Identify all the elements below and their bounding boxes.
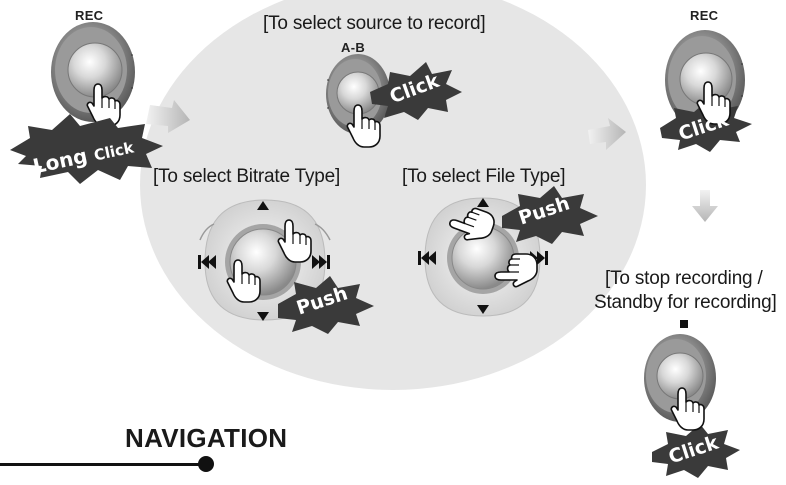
arrow-down-icon — [692, 190, 718, 222]
select-filetype-label: [To select File Type] — [402, 166, 566, 187]
click-burst-stop — [652, 424, 740, 478]
arrow-right-icon — [588, 118, 626, 150]
stop-label-line1: [To stop recording / — [605, 268, 763, 289]
rec-label: REC — [75, 8, 104, 23]
ab-label: A-B — [341, 40, 366, 55]
prev-icon — [418, 251, 436, 265]
section-underline — [0, 463, 205, 466]
section-dot — [198, 456, 214, 472]
select-source-label: [To select source to record] — [263, 13, 486, 34]
section-title: NAVIGATION — [125, 423, 288, 453]
select-mode-area — [140, 0, 646, 390]
up-arrow-icon — [477, 198, 489, 207]
rec-button-icon[interactable] — [51, 22, 135, 122]
push-burst-bitrate — [278, 276, 374, 334]
next-icon — [312, 255, 330, 269]
up-arrow-icon — [257, 201, 269, 210]
stop-square-icon — [680, 320, 688, 328]
long-click-burst — [10, 114, 163, 184]
down-arrow-icon — [477, 305, 489, 314]
rec-label: REC — [690, 8, 719, 23]
down-arrow-icon — [257, 312, 269, 321]
prev-icon — [198, 255, 216, 269]
arrow-right-icon — [146, 100, 190, 133]
select-bitrate-label: [To select Bitrate Type] — [153, 166, 341, 187]
click-burst-source — [370, 62, 462, 120]
push-burst-filetype — [502, 186, 598, 244]
stop-label-line2: Standby for recording] — [594, 292, 777, 313]
ab-button-icon[interactable] — [326, 54, 390, 134]
